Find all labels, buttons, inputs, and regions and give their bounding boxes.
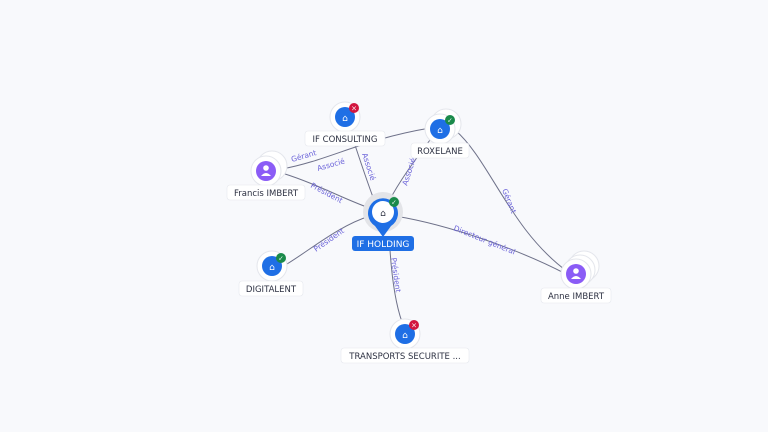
node-roxelane[interactable]: ⌂ ✓ ROXELANE bbox=[410, 108, 470, 159]
company-icon bbox=[395, 324, 415, 344]
node-digitalent[interactable]: ⌂ ✓ DIGITALENT bbox=[238, 250, 304, 297]
edge-holding-anne[interactable] bbox=[394, 215, 567, 275]
edge-holding-digitalent[interactable] bbox=[286, 215, 371, 265]
person-icon bbox=[566, 264, 586, 284]
person-icon bbox=[256, 161, 276, 181]
node-label: Anne IMBERT bbox=[548, 292, 605, 302]
node-label: IF HOLDING bbox=[357, 240, 410, 250]
node-label: TRANSPORTS SECURITE ... bbox=[348, 352, 460, 362]
node-if-consulting[interactable]: ⌂ × IF CONSULTING bbox=[304, 101, 386, 147]
edge-label: Gérant bbox=[500, 187, 518, 214]
node-label: Francis IMBERT bbox=[234, 189, 299, 199]
edge-label: Associé bbox=[400, 157, 417, 187]
edge-label: Gérant bbox=[290, 148, 317, 164]
edge-holding-transports[interactable] bbox=[389, 249, 403, 323]
svg-text:⌂: ⌂ bbox=[380, 209, 386, 219]
edge-label: Président bbox=[312, 226, 346, 253]
company-icon bbox=[430, 119, 450, 139]
active-badge-icon bbox=[276, 253, 286, 263]
svg-text:⌂: ⌂ bbox=[269, 263, 275, 273]
svg-text:✓: ✓ bbox=[391, 199, 396, 207]
node-francis-imbert[interactable]: Francis IMBERT bbox=[226, 150, 306, 201]
edge-francis-roxelane[interactable] bbox=[281, 127, 431, 170]
node-label: DIGITALENT bbox=[246, 285, 297, 295]
node-if-holding[interactable]: ⌂ ✓ IF HOLDING bbox=[352, 192, 414, 251]
svg-text:×: × bbox=[351, 105, 357, 113]
inactive-badge-icon bbox=[349, 103, 359, 113]
svg-text:⌂: ⌂ bbox=[437, 126, 443, 136]
edge-roxelane-anne[interactable] bbox=[454, 129, 569, 273]
company-icon bbox=[372, 201, 394, 223]
edge-label: Directeur général bbox=[452, 224, 516, 257]
inactive-badge-icon bbox=[409, 320, 419, 330]
node-label: ROXELANE bbox=[417, 147, 463, 157]
active-badge-icon bbox=[445, 115, 455, 125]
svg-text:×: × bbox=[411, 322, 417, 330]
svg-text:✓: ✓ bbox=[447, 117, 452, 125]
active-badge-icon bbox=[389, 197, 399, 207]
svg-text:✓: ✓ bbox=[278, 255, 283, 263]
node-anne-imbert[interactable]: Anne IMBERT bbox=[540, 250, 612, 304]
edge-label: Président bbox=[389, 257, 403, 293]
company-icon bbox=[335, 107, 355, 127]
svg-text:⌂: ⌂ bbox=[342, 114, 348, 124]
edge-label: Président bbox=[309, 181, 344, 205]
svg-text:⌂: ⌂ bbox=[402, 331, 408, 341]
node-label: IF CONSULTING bbox=[313, 135, 378, 145]
node-transports-securite[interactable]: ⌂ × TRANSPORTS SECURITE ... bbox=[340, 318, 470, 364]
